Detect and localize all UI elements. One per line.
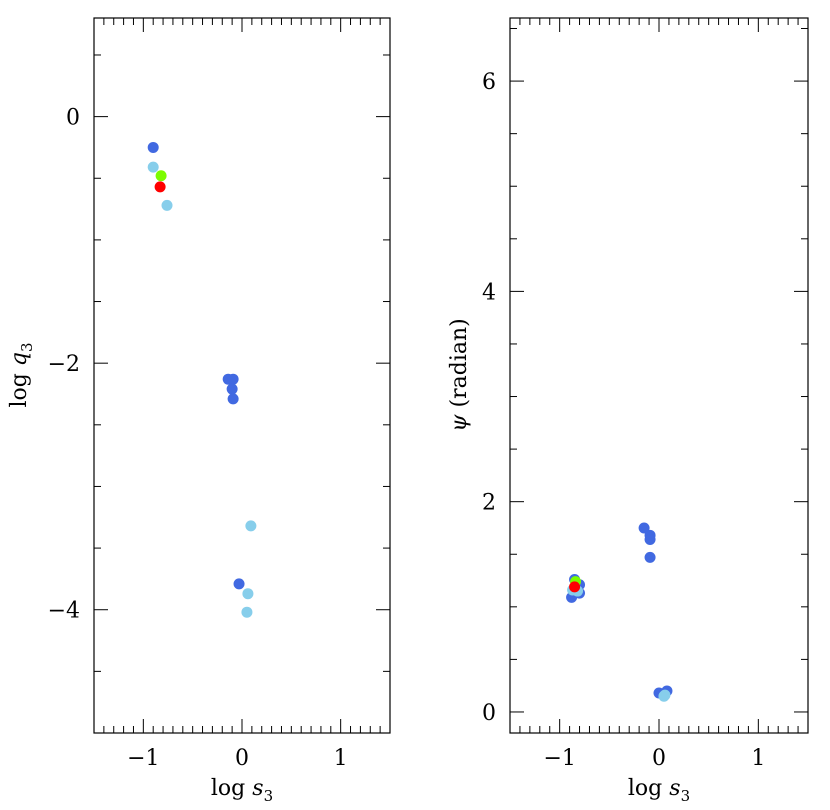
y-tick-label: 0 [66, 106, 80, 131]
x-axis-title-var: s [669, 776, 680, 801]
x-tick-label: −1 [543, 746, 575, 771]
y-axis-title-var: ψ [447, 414, 472, 432]
data-point [227, 373, 239, 385]
x-tick-label: 1 [751, 746, 765, 771]
tick-labels: −1 0 1 0 2 4 6 [482, 70, 765, 771]
x-axis-title: log s3 [628, 776, 690, 805]
y-axis-title-main: (radian) [447, 318, 472, 407]
axis-ticks [509, 18, 809, 733]
x-axis-title-sub: 3 [681, 787, 691, 805]
data-points [566, 522, 673, 702]
data-point [233, 578, 245, 590]
data-point [242, 588, 254, 600]
y-axis-title: ψ (radian) [447, 318, 472, 431]
x-axis-title-main: log [628, 776, 662, 801]
data-point [161, 199, 173, 211]
x-tick-label: 1 [334, 746, 348, 771]
x-tick-label: 0 [652, 746, 666, 771]
y-tick-label: 2 [482, 491, 496, 516]
y-tick-label: −2 [48, 352, 80, 377]
y-tick-label: −4 [48, 599, 80, 624]
y-tick-label: 6 [482, 70, 496, 95]
data-point [147, 161, 159, 173]
panel-psi: −1 0 1 0 2 4 6 log s3 ψ (radian) [447, 17, 809, 805]
data-point [241, 606, 253, 618]
data-point [245, 520, 257, 532]
data-point [644, 534, 656, 546]
plot-frame [509, 17, 809, 734]
data-point [226, 383, 238, 395]
x-axis-title-main: log [211, 776, 245, 801]
y-axis-title-sub: 3 [18, 342, 36, 352]
data-point [154, 181, 166, 193]
x-tick-label: −1 [127, 746, 159, 771]
y-axis-title: log q3 [7, 342, 36, 407]
data-point [638, 522, 650, 534]
data-point [227, 393, 239, 405]
axis-ticks [93, 18, 391, 734]
y-tick-label: 4 [482, 280, 496, 305]
x-axis-title-var: s [252, 776, 263, 801]
x-axis-title: log s3 [211, 776, 273, 805]
data-point [569, 581, 581, 593]
y-axis-title-main: log [7, 373, 32, 407]
data-point [644, 551, 656, 563]
x-tick-label: 0 [235, 746, 249, 771]
y-tick-label: 0 [482, 701, 496, 726]
x-axis-title-sub: 3 [264, 787, 274, 805]
data-point [658, 690, 670, 702]
plot-frame [93, 17, 391, 734]
data-point [147, 141, 159, 153]
data-point [155, 170, 167, 182]
data-points [147, 141, 257, 618]
tick-labels: −1 0 1 0 −2 −4 [48, 106, 348, 771]
y-axis-title-var: q [7, 352, 32, 366]
